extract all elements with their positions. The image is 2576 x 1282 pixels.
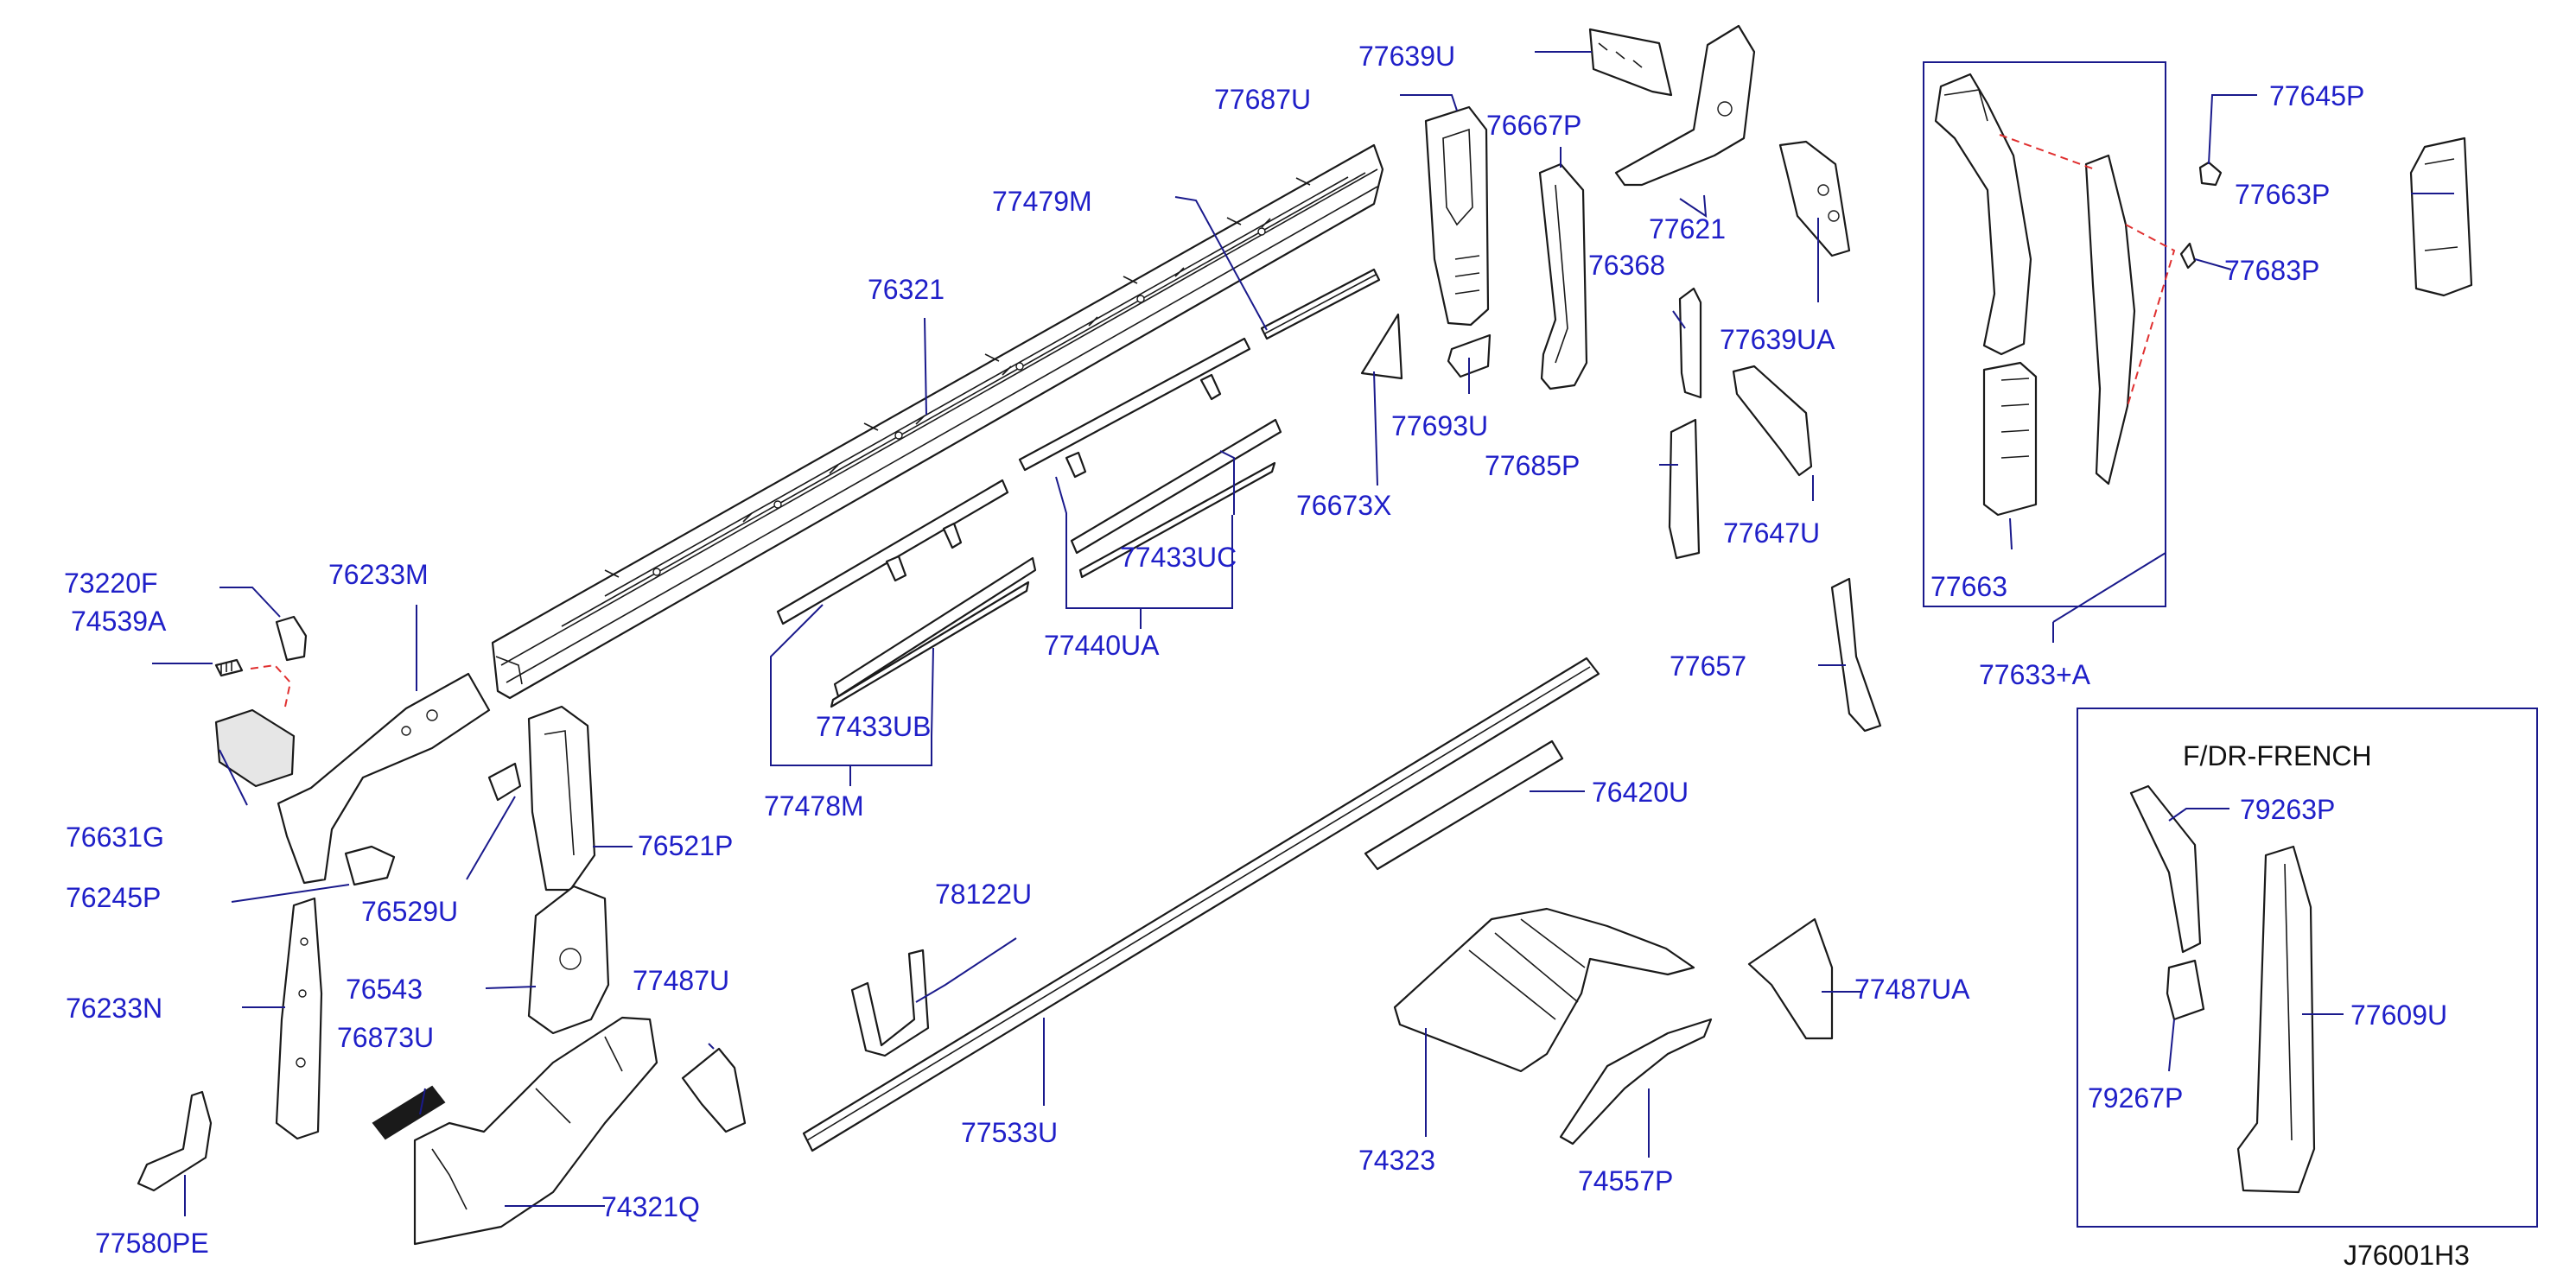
label-76245P: 76245P [66, 882, 161, 913]
label-74557P: 74557P [1578, 1165, 1673, 1196]
part-77663P [2409, 136, 2473, 297]
part-77639UA [1778, 140, 1851, 257]
part-labels: 77639U 77687U 76667P 77479M 77621 76321 … [64, 41, 2470, 1271]
part-76233N [275, 897, 323, 1140]
part-77645P [2198, 161, 2223, 187]
label-74323: 74323 [1358, 1145, 1435, 1176]
label-76420U: 76420U [1592, 777, 1689, 808]
part-77478M-set [776, 479, 1037, 708]
part-76420U [1364, 739, 1564, 871]
part-76673X [1360, 313, 1403, 380]
label-76321: 76321 [868, 274, 945, 305]
label-77433UC: 77433UC [1120, 542, 1237, 573]
label-76667P: 76667P [1486, 110, 1581, 141]
label-78122U: 78122U [935, 879, 1032, 910]
label-77433UB: 77433UB [816, 711, 931, 742]
label-77663P: 77663P [2235, 179, 2330, 210]
part-76543 [527, 885, 610, 1035]
label-77609U: 77609U [2350, 1000, 2447, 1031]
variant-title: F/DR-FRENCH [2183, 740, 2372, 771]
part-77693U [1447, 333, 1492, 378]
label-77533U: 77533U [961, 1117, 1058, 1148]
label-77639U: 77639U [1358, 41, 1455, 72]
label-79267P: 79267P [2088, 1082, 2183, 1114]
label-76673X: 76673X [1296, 490, 1391, 521]
part-77580PE [137, 1090, 213, 1192]
part-76529U [487, 762, 522, 802]
part-74557P [1559, 1018, 1713, 1146]
label-74321Q: 74321Q [601, 1191, 700, 1222]
label-76529U: 76529U [361, 896, 458, 927]
part-77687U [1424, 105, 1490, 327]
part-77683P [2179, 242, 2197, 270]
part-76368 [1678, 287, 1702, 399]
part-74539A [214, 658, 244, 677]
part-77533U-sill [802, 657, 1600, 1152]
part-77487U [681, 1047, 747, 1133]
part-76245P [344, 845, 396, 886]
label-77693U: 77693U [1391, 410, 1488, 441]
label-76368: 76368 [1588, 250, 1665, 281]
part-77487UA [1747, 917, 1834, 1040]
label-77621: 77621 [1649, 213, 1726, 244]
part-77685P [1668, 418, 1701, 560]
part-77621-77639U [1588, 24, 1756, 187]
label-76631G: 76631G [66, 822, 164, 853]
part-76873U [372, 1085, 446, 1140]
label-77685P: 77685P [1485, 450, 1580, 481]
part-74321Q [413, 1016, 658, 1246]
label-77683P: 77683P [2224, 255, 2319, 286]
variant-box-french [2077, 708, 2538, 1228]
label-76233N: 76233N [66, 993, 162, 1024]
label-77487U: 77487U [633, 965, 729, 996]
group-77633A [1923, 61, 2176, 607]
part-77657 [1830, 577, 1882, 733]
label-77687U: 77687U [1214, 84, 1311, 115]
label-77478M: 77478M [764, 790, 864, 822]
part-73220F [275, 615, 308, 662]
part-74323 [1393, 907, 1695, 1073]
label-77440UA: 77440UA [1044, 630, 1160, 661]
label-73220F: 73220F [64, 568, 158, 599]
label-76873U: 76873U [337, 1022, 434, 1053]
part-77440UA-set [1018, 337, 1282, 579]
label-77639UA: 77639UA [1720, 324, 1835, 355]
label-77657: 77657 [1670, 651, 1746, 682]
part-76521P [527, 705, 596, 892]
label-74539A: 74539A [71, 606, 167, 637]
label-77647U: 77647U [1723, 517, 1820, 549]
part-76631G [214, 708, 296, 788]
leader-lines [152, 51, 2454, 1216]
part-76321-roof-rail [491, 143, 1384, 700]
red-guide-73220F [250, 663, 292, 708]
part-77479M [1260, 268, 1381, 340]
label-76233M: 76233M [328, 559, 429, 590]
part-76233M [277, 672, 491, 885]
diagram-code: J76001H3 [2344, 1240, 2470, 1271]
part-77647U [1732, 365, 1813, 477]
label-77487UA: 77487UA [1854, 974, 1970, 1005]
label-77479M: 77479M [992, 186, 1092, 217]
label-77663: 77663 [1930, 571, 2007, 602]
part-76667P [1538, 162, 1588, 390]
label-76521P: 76521P [638, 830, 733, 861]
label-77580PE: 77580PE [95, 1228, 209, 1259]
label-76543: 76543 [346, 974, 423, 1005]
part-78122U [850, 949, 930, 1057]
label-79263P: 79263P [2240, 794, 2335, 825]
label-77633A: 77633+A [1979, 659, 2091, 690]
label-77645P: 77645P [2269, 80, 2364, 111]
